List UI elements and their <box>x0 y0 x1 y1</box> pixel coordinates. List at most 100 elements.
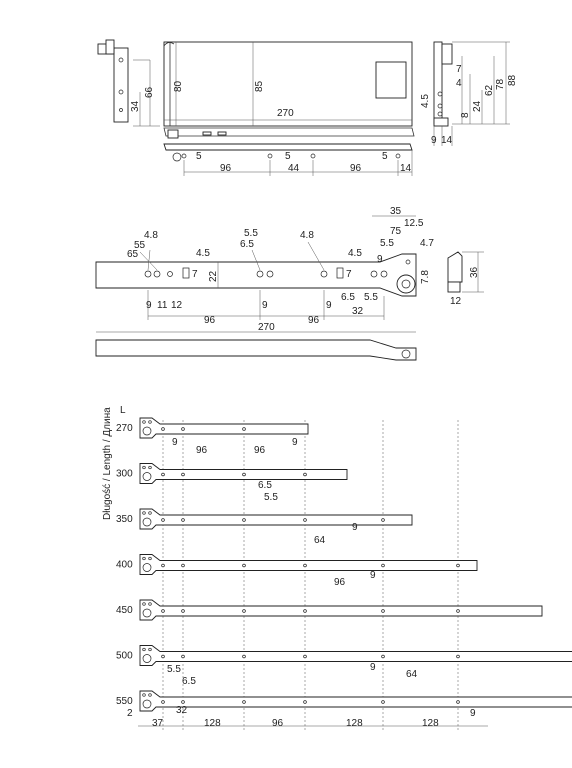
dim-12-5: 12.5 <box>404 218 424 229</box>
rail-hole <box>381 654 385 659</box>
rail-rows: 270 300 350 400 450 500 550 <box>116 417 572 732</box>
dim-6-5-r300: 6.5 <box>258 480 272 491</box>
dim-78-end: 78 <box>495 78 506 90</box>
mount-hole <box>142 693 146 697</box>
mount-hole <box>148 693 152 697</box>
dim-36: 36 <box>469 266 480 278</box>
dim-4-7: 4.7 <box>420 238 434 249</box>
dim-11: 11 <box>157 300 168 311</box>
bottom-section: Długość / Length / Длина L 2703003504004… <box>102 405 572 732</box>
dim-55: 55 <box>134 240 146 251</box>
rail-hole <box>381 609 385 613</box>
rail-hole <box>242 609 246 613</box>
dim-9-r350: 9 <box>352 522 358 533</box>
dim-96-m1: 96 <box>204 315 216 326</box>
length-label: 500 <box>116 651 133 662</box>
rail-hole <box>161 518 165 522</box>
column-header-L: L <box>120 405 126 416</box>
dim-9-r400: 9 <box>370 570 376 581</box>
dim-9-base: 9 <box>470 708 476 719</box>
mount-hole <box>142 420 146 424</box>
rail-hole <box>456 700 460 704</box>
dim-32-base: 32 <box>176 705 188 716</box>
rail-profile <box>139 645 572 666</box>
dim-35: 35 <box>390 206 402 217</box>
rail-hole <box>381 563 385 568</box>
dim-6-5-l: 6.5 <box>341 292 355 303</box>
dim-270-mid: 270 <box>258 322 275 333</box>
dim-5-c: 5 <box>382 151 388 162</box>
length-label: 270 <box>116 423 133 434</box>
length-label: 550 <box>116 696 133 707</box>
rail-hole <box>456 609 460 613</box>
dim-9-l1: 9 <box>146 300 152 311</box>
rail-hole <box>381 700 385 704</box>
top-section: 34 66 80 85 270 5 5 5 <box>97 39 518 176</box>
dim-9-l4: 9 <box>377 254 383 265</box>
rail-hole <box>242 518 246 522</box>
length-label: 450 <box>116 605 133 616</box>
rail-hole <box>181 472 185 477</box>
length-label: 300 <box>116 469 133 480</box>
rail-profile <box>139 599 543 621</box>
dim-14-a: 14 <box>400 163 412 174</box>
length-label: 400 <box>116 560 133 571</box>
dim-7-end: 7 <box>456 64 462 75</box>
dim-64-r500: 64 <box>406 669 418 680</box>
rail-hole <box>181 518 185 522</box>
rail-hole <box>242 472 246 477</box>
rail-hole <box>181 609 185 613</box>
dim-5-5-r550: 5.5 <box>167 664 181 675</box>
mount-hole <box>148 647 152 652</box>
roller-wheel <box>142 426 152 436</box>
dim-96-r400: 96 <box>334 577 346 588</box>
dim-7-8: 7.8 <box>420 270 431 284</box>
dim-7-b: 7 <box>346 269 352 280</box>
dim-66: 66 <box>144 86 155 98</box>
dim-5-a: 5 <box>196 151 202 162</box>
rail-hole <box>456 654 460 659</box>
rail-profile <box>139 417 309 439</box>
dim-32: 32 <box>352 306 364 317</box>
rail-hole <box>456 563 460 568</box>
full-rail <box>95 339 417 361</box>
dim-65: 65 <box>127 249 139 260</box>
dim-5-5-l: 5.5 <box>364 292 378 303</box>
middle-section: 35 12.5 75 5.5 4.7 4.8 55 65 4.5 5.5 6.5… <box>95 206 484 361</box>
rail-hole <box>161 563 165 568</box>
bottom-rail <box>163 143 413 162</box>
left-bracket <box>97 39 129 123</box>
roller-wheel <box>142 654 152 663</box>
rail-hole <box>161 654 165 659</box>
dim-8-end: 8 <box>460 112 471 118</box>
dim-4-5-mid: 4.5 <box>348 248 362 259</box>
rail-profile <box>139 554 478 575</box>
dim-5-5-mid: 5.5 <box>244 228 258 239</box>
dim-270-top: 270 <box>277 108 294 119</box>
rail-hole <box>303 563 307 568</box>
dim-9-l2: 9 <box>262 300 268 311</box>
dim-128-base-c: 128 <box>422 718 439 729</box>
dim-128-base-a: 128 <box>204 718 221 729</box>
rail-hole <box>161 700 165 704</box>
rail-hole <box>181 700 185 704</box>
dim-5-5-r300: 5.5 <box>264 492 278 503</box>
mount-hole <box>148 420 152 424</box>
mount-hole <box>148 465 152 470</box>
rail-hole <box>161 609 165 613</box>
side-rail <box>95 253 417 297</box>
dim-85: 85 <box>254 80 265 92</box>
length-label: 350 <box>116 514 133 525</box>
rail-profile <box>139 690 572 712</box>
rail-hole <box>303 700 307 704</box>
rail-hole <box>181 654 185 659</box>
dim-62-end: 62 <box>484 84 495 96</box>
dim-4-end: 4 <box>456 78 462 89</box>
mount-hole <box>142 511 146 515</box>
roller-wheel <box>142 517 152 527</box>
dim-75: 75 <box>390 226 402 237</box>
mount-hole <box>142 556 146 561</box>
rail-hole <box>181 563 185 568</box>
dim-6-5-r550: 6.5 <box>182 676 196 687</box>
